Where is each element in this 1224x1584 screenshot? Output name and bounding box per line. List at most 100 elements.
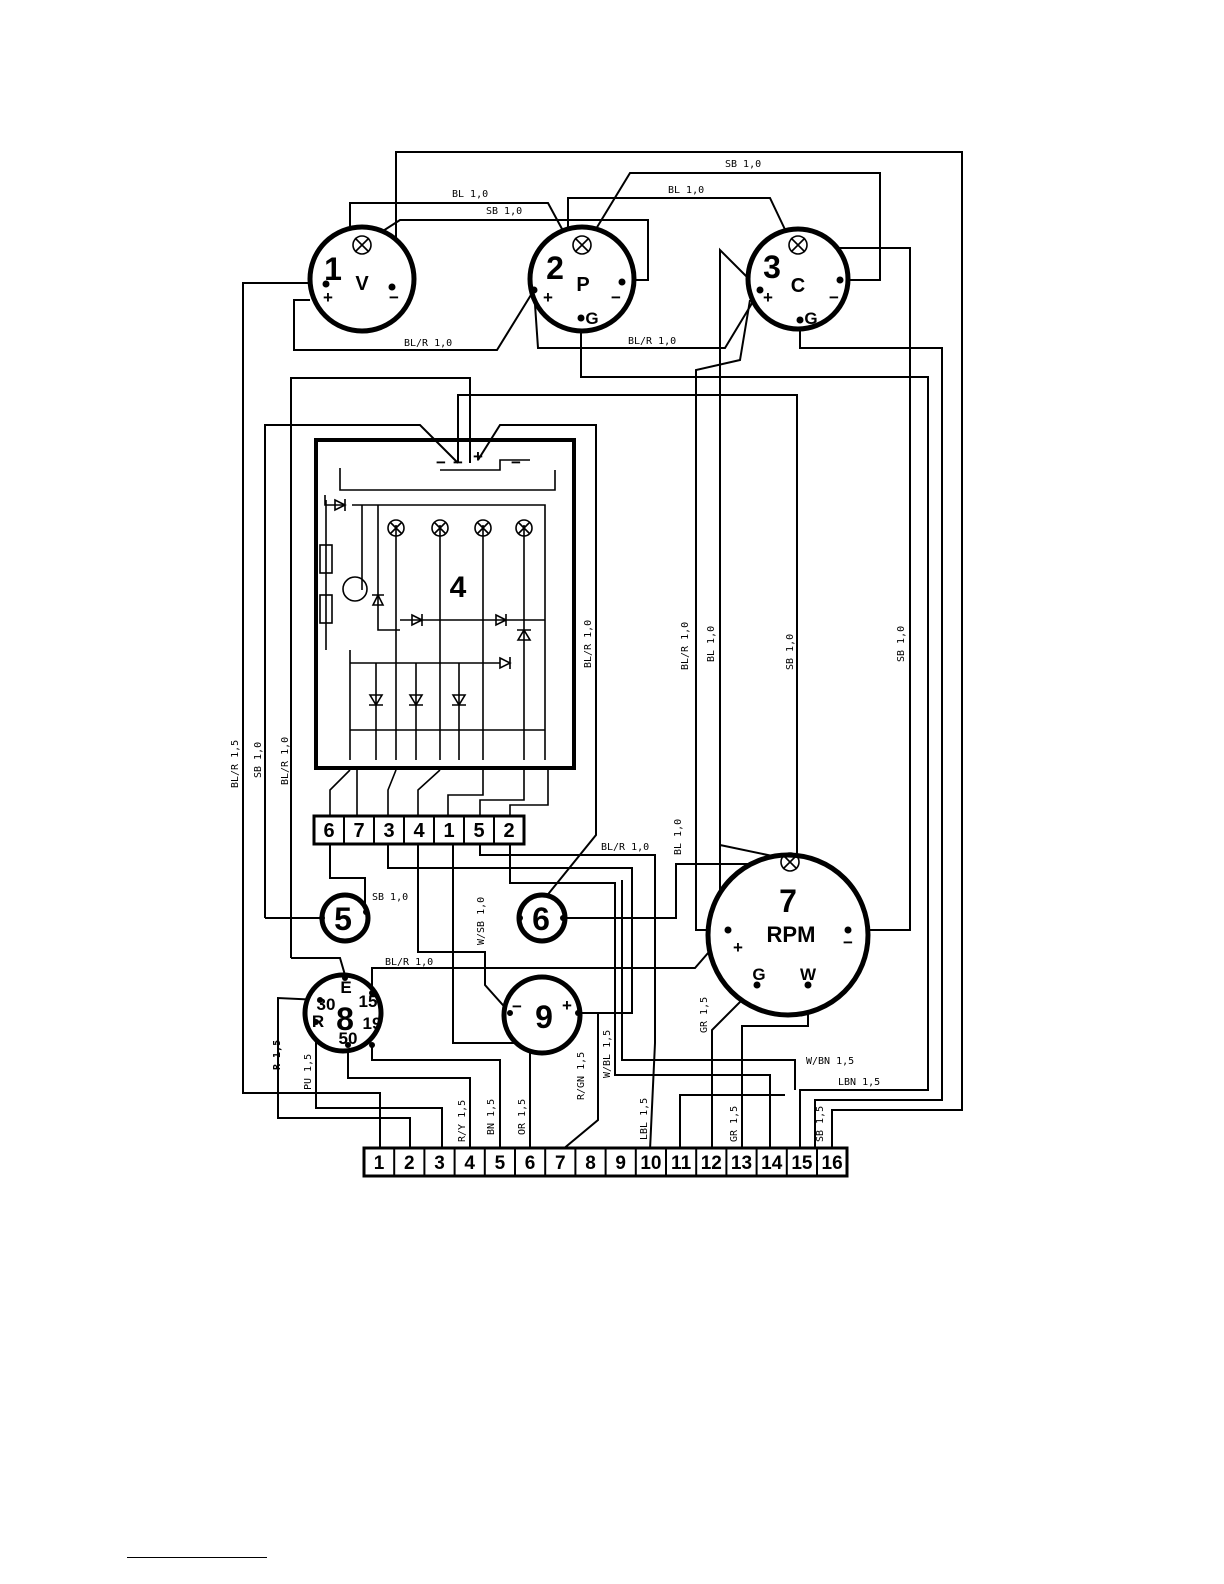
gauge-3-number: 3 — [763, 249, 781, 285]
gauge-2-pressure: 2 P + − G — [527, 224, 637, 334]
main-connector-pin: 4 — [464, 1153, 475, 1174]
gauge-7-plus: + — [733, 938, 743, 957]
gauge-1-number: 1 — [324, 251, 342, 287]
module-connector-pin: 2 — [503, 820, 514, 842]
label-v-blr15: BL/R 1,5 — [230, 740, 241, 788]
module-plus-a: + — [473, 447, 483, 466]
label-v-or15: OR 1,5 — [517, 1099, 528, 1135]
module-number: 4 — [450, 571, 467, 604]
gauge-1-letter: V — [355, 273, 369, 295]
label-v-r15: R 1,5 — [272, 1040, 283, 1070]
module-4: 4 − − + − — [314, 438, 576, 770]
label-v-sb10-b: SB 1,0 — [785, 634, 796, 670]
module-lamps — [387, 519, 533, 537]
label-sb-mid: SB 1,0 — [486, 206, 522, 217]
label-v-rgn15: R/GN 1,5 — [576, 1052, 587, 1100]
label-v-blr10-b: BL/R 1,0 — [583, 620, 594, 668]
label-bl-left: BL 1,0 — [452, 189, 488, 200]
label-v-sb10-a: SB 1,0 — [253, 742, 264, 778]
main-connector-pin: 13 — [731, 1153, 752, 1174]
main-connector-pin: 12 — [701, 1153, 722, 1174]
label-v-gr15-a: GR 1,5 — [699, 997, 710, 1033]
module-minus-c: − — [511, 453, 521, 472]
footer-rule — [127, 1557, 267, 1558]
gauge-2-ground: G — [585, 309, 598, 328]
gauge-3-plus: + — [763, 288, 773, 307]
gauge-2-number: 2 — [546, 250, 564, 286]
label-v-gr15-b: GR 1,5 — [729, 1106, 740, 1142]
gauge-6: 6 — [516, 892, 568, 944]
gauge-6-number: 6 — [532, 901, 550, 937]
module-diodes — [334, 498, 532, 707]
module-minus-a: − — [436, 453, 446, 472]
gauge-8-t15: 15 — [359, 992, 378, 1011]
gauge-3-letter: C — [791, 275, 805, 297]
gauge-2-letter: P — [576, 274, 589, 296]
module-connector-pin: 4 — [413, 820, 425, 842]
gauge-2-plus: + — [543, 288, 553, 307]
label-sb-top: SB 1,0 — [725, 159, 761, 170]
gauge-8-ignition-switch: 8 30 E 15 R 19 50 — [302, 972, 384, 1054]
gauge-8-t19: 19 — [363, 1014, 382, 1033]
gauge-2-minus: − — [611, 288, 621, 307]
gauge-7-w: W — [800, 965, 817, 984]
label-v-bn15: BN 1,5 — [486, 1099, 497, 1135]
gauge-7-ground: G — [752, 965, 765, 984]
gauge-1-minus: − — [389, 288, 399, 307]
label-blr-8: BL/R 1,0 — [385, 957, 433, 968]
label-v-bl10-b: BL 1,0 — [673, 819, 684, 855]
module-connector-pin: 3 — [383, 820, 394, 842]
label-v-lbl15: LBL 1,5 — [639, 1098, 650, 1140]
gauge-1-plus: + — [323, 288, 333, 307]
label-v-pu15: PU 1,5 — [303, 1054, 314, 1090]
main-connector-pin: 11 — [671, 1153, 692, 1174]
label-v-sb15: SB 1,5 — [815, 1106, 826, 1142]
gauge-8-number: 8 — [336, 1001, 354, 1037]
main-connector-pin: 7 — [555, 1153, 566, 1174]
label-blr-6: BL/R 1,0 — [601, 842, 649, 853]
label-v-wsb: W/SB 1,0 — [476, 897, 487, 945]
gauge-9-number: 9 — [535, 999, 553, 1035]
main-connector-pin: 2 — [404, 1153, 415, 1174]
gauge-5: 5 — [319, 892, 371, 944]
label-v-sb10-c: SB 1,0 — [896, 626, 907, 662]
main-connector-pin: 10 — [640, 1153, 661, 1174]
label-v-wbl15: W/BL 1,5 — [602, 1030, 613, 1078]
module-connector-pin: 1 — [443, 820, 454, 842]
label-blr-right: BL/R 1,0 — [628, 336, 676, 347]
gauge-3-temperature: 3 C + − G — [745, 226, 851, 332]
gauge-9: 9 − + — [501, 974, 583, 1056]
gauge-1-voltmeter: 1 V + − — [307, 224, 417, 334]
label-v-bl10-a: BL 1,0 — [706, 626, 717, 662]
main-connector-pin: 15 — [791, 1153, 813, 1174]
gauge-7-number: 7 — [779, 883, 797, 919]
label-blr-left: BL/R 1,0 — [404, 338, 452, 349]
wire-labels: SB 1,0 BL 1,0 SB 1,0 BL 1,0 BL/R 1,0 BL/… — [230, 159, 907, 1142]
main-connector-pin: 9 — [615, 1153, 626, 1174]
main-connector-pin: 5 — [495, 1153, 506, 1174]
main-connector-pin: 3 — [434, 1153, 445, 1174]
module-connector-pin: 6 — [323, 820, 334, 842]
main-connector-pin: 1 — [374, 1153, 385, 1174]
main-connector-pin: 16 — [822, 1153, 843, 1174]
module-connector-pin: 5 — [473, 820, 484, 842]
gauge-8-te: E — [340, 978, 351, 997]
label-wbn: W/BN 1,5 — [806, 1056, 854, 1067]
gauge-3-minus: − — [829, 288, 839, 307]
label-v-blr10-c: BL/R 1,0 — [680, 622, 691, 670]
main-connector-pin: 8 — [585, 1153, 596, 1174]
label-lbn: LBN 1,5 — [838, 1077, 880, 1088]
gauge-9-minus: − — [512, 997, 522, 1016]
label-v-ry15: R/Y 1,5 — [457, 1100, 468, 1142]
label-v-blr10-a: BL/R 1,0 — [280, 737, 291, 785]
gauge-3-ground: G — [804, 309, 817, 328]
main-connector-pin: 14 — [761, 1153, 783, 1174]
module-connector-pin: 7 — [353, 820, 364, 842]
gauge-7-tachometer: 7 RPM + − G W — [705, 852, 871, 1018]
gauge-9-plus: + — [562, 996, 572, 1015]
module-minus-b: − — [453, 453, 463, 472]
gauge-7-minus: − — [843, 933, 853, 952]
